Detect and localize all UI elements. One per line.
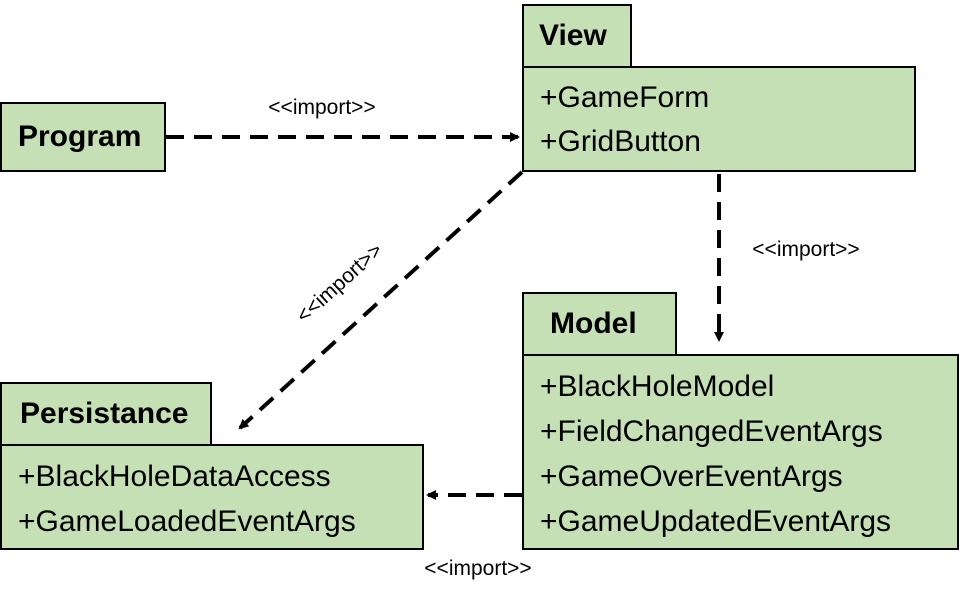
dep-view-model: <<import>> [714, 174, 860, 342]
persistance-package-name: Persistance [20, 397, 189, 430]
view-package-tab: View [522, 4, 632, 68]
persistance-member: +GameLoadedEventArgs [18, 505, 356, 538]
dep-label: <<import>> [424, 557, 531, 580]
model-package-body: +BlackHoleModel +FieldChangedEventArgs +… [522, 354, 959, 550]
model-package-name: Model [550, 307, 637, 340]
program-package-name: Program [18, 120, 142, 153]
model-member: +GameUpdatedEventArgs [540, 505, 892, 538]
model-member: +GameOverEventArgs [540, 460, 843, 493]
view-member: +GameForm [540, 81, 710, 114]
model-package-tab: Model [522, 292, 677, 356]
view-member: +GridButton [540, 125, 701, 158]
dep-model-persistance: <<import>> [424, 490, 532, 580]
dep-view-persistance: <<import>> [238, 170, 524, 430]
persistance-package-body: +BlackHoleDataAccess +GameLoadedEventArg… [0, 444, 424, 550]
persistance-package-tab: Persistance [0, 382, 212, 446]
view-package-body: +GameForm +GridButton [522, 66, 916, 172]
dep-program-view: <<import>> [166, 96, 520, 142]
view-package-name: View [539, 19, 607, 52]
dep-label: <<import>> [752, 238, 859, 261]
dep-label: <<import>> [292, 239, 387, 328]
persistance-member: +BlackHoleDataAccess [18, 460, 331, 493]
dep-label: <<import>> [268, 96, 375, 119]
model-member: +FieldChangedEventArgs [540, 415, 883, 448]
model-member: +BlackHoleModel [540, 370, 775, 403]
program-package: Program [0, 102, 166, 172]
